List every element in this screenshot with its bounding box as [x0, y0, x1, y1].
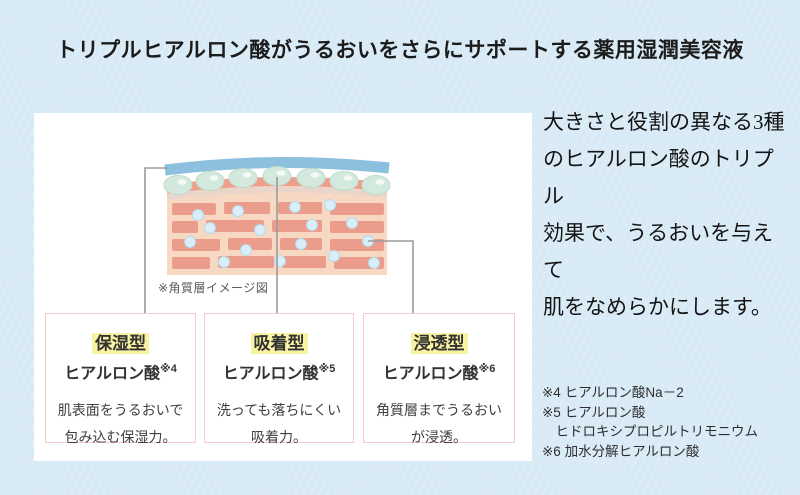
footnote-line: ※4 ヒアルロン酸Na－2	[542, 385, 684, 400]
ingredient-text: ヒアルロン酸	[382, 365, 479, 383]
adsorbed-droplets-graphic	[163, 166, 391, 195]
desc-line: 洗っても落ちにくい	[216, 402, 342, 419]
desc-line: 角質層までうるおい	[376, 402, 502, 419]
card-penetrating-ha: 浸透型 ヒアルロン酸※6 角質層までうるおいが浸透。	[363, 313, 515, 445]
footnote-line: ヒドロキシプロピルトリモニウム	[542, 424, 758, 439]
page-title: トリプルヒアルロン酸がうるおいをさらにサポートする薬用湿潤美容液	[56, 38, 744, 62]
type-label: 浸透型	[364, 332, 514, 355]
product-description: 大きさと役割の異なる3種 のヒアルロン酸のトリプル 効果で、うるおいを与えて 肌…	[543, 104, 788, 326]
type-label-highlight: 保湿型	[92, 333, 149, 354]
ingredient-name: ヒアルロン酸※5	[205, 358, 353, 385]
footnote-line: ※6 加水分解ヒアルロン酸	[542, 443, 700, 459]
footnote-ref: ※5	[318, 363, 336, 375]
footnote-ref: ※4	[160, 363, 177, 375]
desc-line: 吸着力。	[251, 429, 307, 446]
footnote-ref: ※6	[478, 363, 496, 375]
ingredient-text: ヒアルロン酸	[222, 365, 319, 383]
card-description: 肌表面をうるおいで包み込む保湿力。	[46, 397, 195, 451]
description-line: 大きさと役割の異なる3種	[543, 110, 785, 134]
stratum-corneum-illustration	[163, 156, 391, 275]
desc-line: 包み込む保湿力。	[64, 429, 177, 446]
card-adsorbing-ha: 吸着型 ヒアルロン酸※5 洗っても落ちにくい吸着力。	[204, 313, 354, 445]
ingredient-text: ヒアルロン酸	[64, 365, 161, 383]
type-label: 保湿型	[46, 332, 195, 355]
type-label: 吸着型	[205, 332, 353, 355]
footnotes: ※4 ヒアルロン酸Na－2 ※5 ヒアルロン酸 ヒドロキシプロピルトリモニウム …	[542, 383, 792, 461]
card-description: 角質層までうるおいが浸透。	[364, 397, 514, 451]
card-moisturizing-ha: 保湿型 ヒアルロン酸※4 肌表面をうるおいで包み込む保湿力。	[45, 313, 196, 445]
footnote-line: ※5 ヒアルロン酸	[542, 404, 646, 420]
illustration-caption: ※角質層イメージ図	[158, 281, 269, 295]
desc-line: 肌表面をうるおいで	[57, 402, 184, 419]
card-description: 洗っても落ちにくい吸着力。	[205, 397, 353, 451]
description-line: 肌をなめらかにします。	[543, 295, 772, 319]
desc-line: が浸透。	[411, 429, 467, 446]
type-label-highlight: 浸透型	[410, 333, 468, 354]
description-line: のヒアルロン酸のトリプル	[543, 147, 774, 208]
ingredient-name: ヒアルロン酸※6	[364, 358, 514, 385]
diagram-panel: ※角質層イメージ図 保湿型 ヒアルロン酸※4 肌表面をうるおいで包み込む保湿力。…	[34, 113, 532, 461]
description-line: 効果で、うるおいを与えて	[543, 221, 774, 282]
surface-moisture-band-graphic	[164, 156, 390, 176]
type-label-highlight: 吸着型	[250, 333, 308, 354]
ingredient-name: ヒアルロン酸※4	[46, 358, 195, 385]
